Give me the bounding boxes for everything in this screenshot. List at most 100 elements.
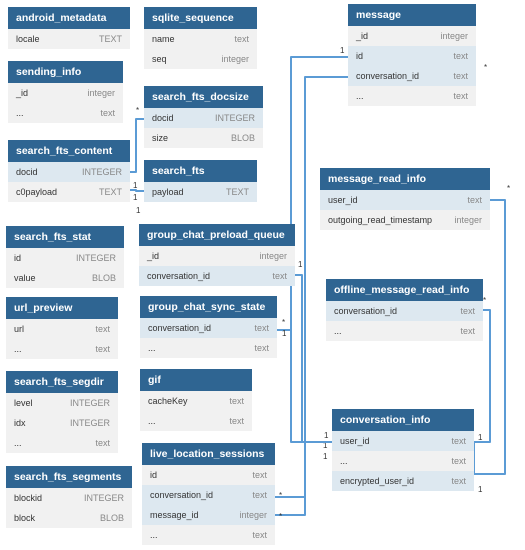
column-name: size <box>152 133 169 143</box>
column-name: seq <box>152 54 167 64</box>
table-title: group_chat_preload_queue <box>139 224 295 246</box>
cardinality-label: 1 <box>136 206 141 215</box>
column-name: ... <box>14 438 22 448</box>
column-type: TEXT <box>225 187 249 197</box>
column-row: level INTEGER <box>6 393 118 413</box>
column-type: text <box>229 416 244 426</box>
column-row: ...text <box>6 339 118 359</box>
column-type: integer <box>440 31 468 41</box>
column-row: id text <box>142 465 275 485</box>
column-type: BLOB <box>99 513 124 523</box>
cardinality-label: 1 <box>133 181 138 190</box>
column-name: outgoing_read_timestamp <box>328 215 433 225</box>
relationship-line <box>130 118 144 173</box>
column-name: message_id <box>150 510 199 520</box>
column-name: docid <box>152 113 174 123</box>
table-title: search_fts_content <box>8 140 130 162</box>
column-type: INTEGER <box>69 418 110 428</box>
column-name: encrypted_user_id <box>340 476 415 486</box>
column-type: text <box>460 326 475 336</box>
column-name: ... <box>14 344 22 354</box>
column-type: text <box>229 396 244 406</box>
column-row: ... text <box>326 321 483 341</box>
cardinality-label: 1 <box>133 193 138 202</box>
column-type: text <box>234 34 249 44</box>
column-row: ... text <box>6 433 118 453</box>
cardinality-label: 1 <box>478 485 483 494</box>
column-type: text <box>451 456 466 466</box>
cardinality-label: 1 <box>324 431 329 440</box>
cardinality-label: * <box>136 106 139 115</box>
column-type: TEXT <box>98 187 122 197</box>
column-name: _id <box>16 88 29 98</box>
column-name: ... <box>340 456 348 466</box>
column-name: cacheKey <box>148 396 188 406</box>
column-name: user_id <box>328 195 358 205</box>
column-type: text <box>254 323 269 333</box>
column-type: text <box>95 324 110 334</box>
table-title: search_fts_segments <box>6 466 132 488</box>
column-name: locale <box>16 34 40 44</box>
cardinality-label: * <box>282 318 285 327</box>
cardinality-label: 1 <box>298 260 303 269</box>
column-name: user_id <box>340 436 370 446</box>
cardinality-label: 1 <box>340 46 345 55</box>
column-name: ... <box>334 326 342 336</box>
column-name: idx <box>14 418 26 428</box>
cardinality-label: 1 <box>282 329 287 338</box>
column-name: id <box>14 253 22 263</box>
column-name: id <box>150 470 158 480</box>
column-name: _id <box>356 31 369 41</box>
column-type: text <box>252 470 267 480</box>
column-type: text <box>95 438 110 448</box>
column-type: text <box>451 476 466 486</box>
column-type: text <box>453 71 468 81</box>
column-type: integer <box>239 510 267 520</box>
column-row: encrypted_user_id text <box>332 471 474 491</box>
table-title: sending_info <box>8 61 123 83</box>
column-type: integer <box>259 251 287 261</box>
column-name: ... <box>356 91 364 101</box>
table-title: offline_message_read_info <box>326 279 483 301</box>
table-title: search_fts_stat <box>6 226 124 248</box>
column-type: text <box>252 530 267 540</box>
column-name: c0payload <box>16 187 58 197</box>
column-name: name <box>152 34 175 44</box>
column-type: INTEGER <box>69 398 110 408</box>
relationship-line <box>277 329 332 443</box>
column-type: INTEGER <box>75 253 116 263</box>
column-name: level <box>14 398 33 408</box>
table-title: search_fts_segdir <box>6 371 118 393</box>
cardinality-label: 1 <box>478 433 483 442</box>
column-name: ... <box>148 416 156 426</box>
cardinality-label: * <box>507 184 510 193</box>
